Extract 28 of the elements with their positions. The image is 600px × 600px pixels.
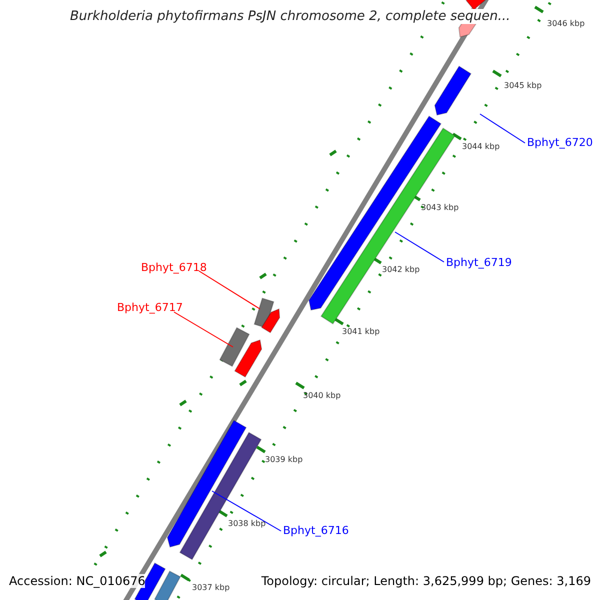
gene-block [234, 339, 262, 378]
accession-text: Accession: NC_010676 [9, 574, 146, 588]
gene-label: Bphyt_6716 [283, 524, 349, 537]
scale-label: 3038 kbp [228, 519, 266, 528]
gene-label: Bphyt_6720 [527, 136, 593, 149]
scale-label: 3043 kbp [421, 203, 459, 212]
scale-label: 3045 kbp [504, 81, 542, 90]
scale-label: 3042 kbp [382, 265, 420, 274]
gene-label: Bphyt_6718 [141, 261, 207, 274]
scale-label: 3044 kbp [462, 142, 500, 151]
gene-label: Bphyt_6717 [117, 301, 183, 314]
scale-label: 3046 kbp [547, 19, 585, 28]
summary-text: Topology: circular; Length: 3,625,999 bp; Genes: 3,169 [261, 574, 591, 588]
title: Burkholderia phytofirmans PsJN chromosome 2, complete sequen... [70, 9, 510, 24]
scale-label: 3040 kbp [303, 391, 341, 400]
gene-block [308, 116, 442, 311]
leader-line [174, 312, 234, 348]
leader-line [480, 114, 526, 144]
leader-line [394, 232, 444, 262]
gene-label: Bphyt_6719 [446, 256, 512, 269]
scale-label: 3037 kbp [192, 583, 230, 592]
gene-block [261, 308, 280, 334]
scale-label: 3039 kbp [265, 455, 303, 464]
leader-line [198, 270, 260, 310]
leader-line [212, 490, 282, 532]
scale-label: 3041 kbp [342, 327, 380, 336]
gene-block [166, 420, 247, 548]
gene-block [434, 66, 472, 116]
